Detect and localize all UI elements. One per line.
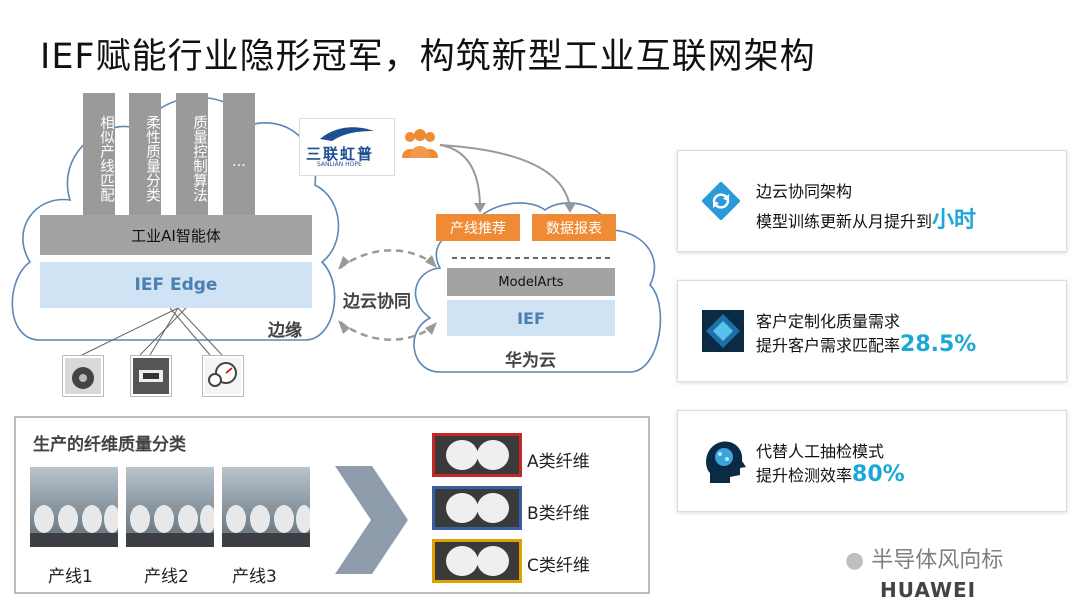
fiber-a-label: A类纤维: [527, 452, 590, 472]
card-2-line-1: 客户定制化质量需求: [756, 312, 901, 331]
tag-data-report: 数据报表: [532, 214, 616, 241]
device-machine-icon: [62, 355, 104, 397]
benefit-card-2: 客户定制化质量需求 提升客户需求匹配率28.5%: [677, 280, 1067, 382]
sanlian-hope-logo: 三联虹普 SANLIAN HOPE: [299, 118, 395, 176]
watermark: ● 半导体风向标: [845, 548, 1004, 573]
huawei-cloud-outline: [413, 202, 662, 373]
benefit-card-1: 边云协同架构 模型训练更新从月提升到小时: [677, 150, 1067, 252]
edge-cloud-sync-label: 边云协同: [343, 292, 411, 312]
ief-layer: IEF: [447, 300, 615, 336]
device-sensor-icon: [130, 355, 172, 397]
users-icon: [400, 128, 440, 160]
tag-line-recommend: 产线推荐: [436, 214, 520, 241]
arrow-to-tag-2: [439, 144, 571, 209]
watermark-text: 半导体风向标: [871, 548, 1004, 573]
huawei-brand: HUAWEI: [880, 578, 977, 602]
card-3-line-1: 代替人工抽检模式: [756, 442, 885, 461]
sync-arrow-top: [339, 249, 436, 269]
fiber-c-label: C类纤维: [527, 556, 590, 576]
production-line-photo-1: [30, 467, 118, 547]
page-title: IEF赋能行业隐形冠军，构筑新型工业互联网架构: [40, 37, 816, 77]
production-line-photo-3: [222, 467, 310, 547]
fiber-b-label: B类纤维: [527, 504, 590, 524]
classification-title: 生产的纤维质量分类: [33, 435, 186, 455]
sync-arrow-bottom: [339, 321, 436, 341]
industrial-ai-layer: 工业AI智能体: [40, 215, 312, 255]
production-line-photo-2: [126, 467, 214, 547]
arrow-to-tag-1: [439, 144, 481, 209]
sync-icon: [701, 181, 741, 221]
fiber-b-photo: [432, 486, 522, 530]
fiber-a-photo: [432, 433, 522, 477]
production-line-label-2: 产线2: [144, 567, 189, 587]
benefit-card-3: 代替人工抽检模式 提升检测效率80%: [677, 410, 1067, 512]
card-1-line-1: 边云协同架构: [756, 182, 853, 201]
fiber-c-photo: [432, 539, 522, 583]
device-gauge-icon: [202, 355, 244, 397]
production-line-label-1: 产线1: [48, 567, 93, 587]
tower-similar-line-match: 相似产线匹配: [83, 93, 115, 215]
tower-flexible-quality-classify: 柔性质量分类: [129, 93, 161, 215]
classify-arrow: [335, 466, 408, 574]
card-3-line-2: 提升检测效率80%: [756, 462, 905, 487]
head-brain-icon: [702, 437, 746, 485]
production-line-label-3: 产线3: [232, 567, 277, 587]
card-2-line-2: 提升客户需求匹配率28.5%: [756, 332, 977, 357]
huawei-cloud-label: 华为云: [505, 351, 556, 371]
modelarts-layer: ModelArts: [447, 268, 615, 296]
edge-label: 边缘: [268, 321, 302, 341]
tower-more: ...: [223, 93, 255, 215]
card-1-line-2: 模型训练更新从月提升到小时: [756, 208, 977, 233]
fiber-classification-panel: [14, 416, 650, 594]
tower-quality-control-algorithm: 质量控制算法: [176, 93, 208, 215]
diamond-icon: [702, 310, 744, 352]
ief-edge-layer: IEF Edge: [40, 262, 312, 308]
